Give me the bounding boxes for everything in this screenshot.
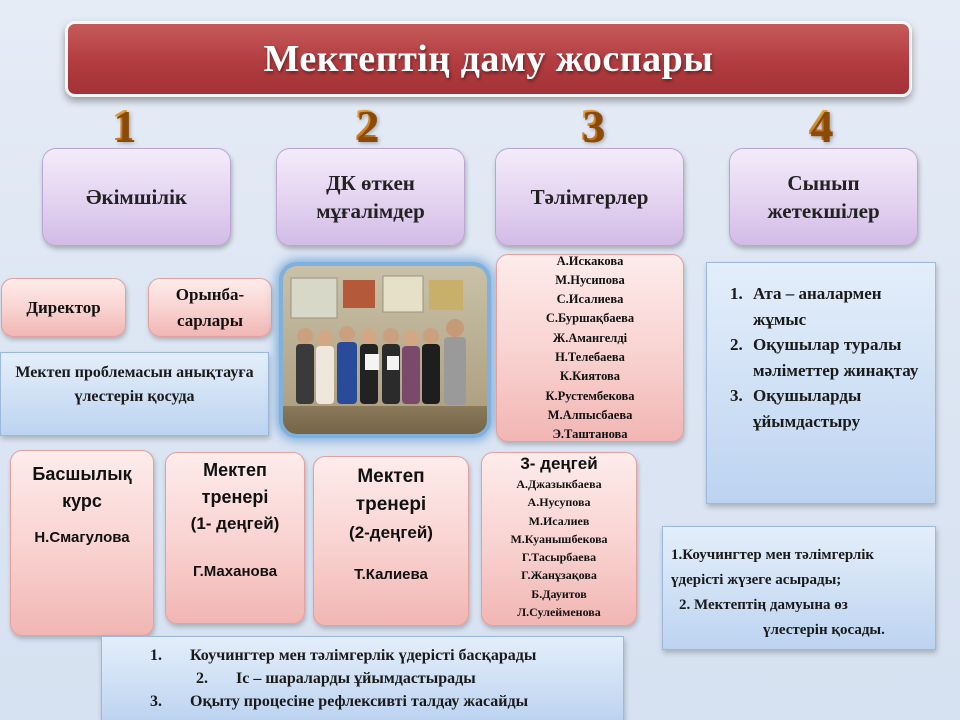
- list-item: Л.Сулейменова: [517, 605, 601, 620]
- mentor-role-line: үлестерін қосады.: [763, 622, 885, 638]
- list-item: К.Рустембекова: [545, 388, 635, 403]
- list-item: М.Куанышбекова: [510, 531, 608, 546]
- list-item-text: Оқыту процесіне рефлексивті талдау жасай…: [190, 693, 529, 710]
- header-mentors-label: Тәлімгерлер: [530, 185, 649, 209]
- deputies-label: Орынба-сарлары: [175, 284, 245, 330]
- list-item: Г.Тасырбаева: [521, 550, 597, 565]
- mentor-role-line: 1.Коучингтер мен тәлімгерлік: [671, 547, 875, 563]
- list-item: 2. Іс – шараларды ұйымдастырады: [102, 667, 619, 690]
- class-teacher-tasks-box: Ата – аналармен жұмыс Оқушылар туралы мә…: [706, 262, 936, 504]
- list-item: Оқушыларды ұйымдастыру: [747, 383, 929, 434]
- group-photo-image: [283, 266, 487, 434]
- trainer-level1-name: Г.Маханова: [192, 563, 278, 580]
- trainer-level2-level: (2-деңгей): [349, 523, 433, 542]
- header-trained-teachers-label: ДК өткен мұғалімдер: [316, 171, 425, 223]
- mentor-role-line: 2. Мектептің дамуына өз: [679, 597, 848, 613]
- header-trained-teachers: ДК өткен мұғалімдер: [276, 148, 465, 246]
- list-item: Н.Телебаева: [555, 350, 625, 364]
- list-item: А.Джазыкбаева: [516, 477, 602, 491]
- list-item-number: 3.: [150, 693, 162, 710]
- leading-course-title: курс: [62, 491, 102, 511]
- header-administration: Әкімшілік: [42, 148, 231, 246]
- deputies-box: Орынба-сарлары: [148, 278, 272, 337]
- trainer-level2-box: Мектеп тренері (2-деңгей) Т.Калиева: [313, 456, 469, 626]
- bottom-duties-box: 1. Коучингтер мен тәлімгерлік үдерісті ба…: [101, 636, 624, 720]
- mentors-list-box: А.Искакова М.Нусипова С.Исалиева С.Бурша…: [496, 254, 684, 442]
- header-mentors: Тәлімгерлер: [495, 148, 684, 246]
- list-item: 1. Коучингтер мен тәлімгерлік үдерісті ба…: [102, 644, 619, 667]
- page-title: Мектептің даму жоспары: [65, 21, 912, 97]
- trainer-level2-title: Мектеп: [357, 466, 425, 487]
- list-item-number: 2.: [196, 670, 208, 687]
- group-photo: [279, 262, 491, 438]
- leading-course-box: Басшылық курс Н.Смагулова: [10, 450, 154, 636]
- header-class-teachers-label: Сынып жетекшілер: [767, 171, 880, 223]
- list-item: Э.Таштанова: [552, 427, 628, 442]
- trainer-level1-box: Мектеп тренері (1- деңгей) Г.Маханова: [165, 452, 305, 624]
- list-item: Оқушылар туралы мәліметтер жинақтау: [747, 332, 929, 383]
- mentor-role-box: 1.Коучингтер мен тәлімгерлік үдерісті жү…: [662, 526, 936, 650]
- column-number-1: 1: [93, 100, 153, 150]
- list-item: К.Киятова: [559, 369, 621, 384]
- list-item: С.Исалиева: [556, 292, 624, 307]
- trainer-level2-name: Т.Калиева: [354, 566, 428, 583]
- list-item-number: 1.: [150, 647, 162, 664]
- list-item: Г.Жанұзақова: [521, 568, 597, 583]
- list-item: М.Нусипова: [555, 272, 625, 287]
- list-item: М.Алпысбаева: [547, 407, 633, 422]
- level3-box: 3- деңгей А.Джазыкбаева А.Нусупова М.Иса…: [481, 452, 637, 626]
- level3-title: 3- деңгей: [520, 454, 598, 473]
- trainer-level1-level: (1- деңгей): [190, 514, 280, 533]
- list-item: Ата – аналармен жұмыс: [747, 281, 929, 332]
- list-item-text: Коучингтер мен тәлімгерлік үдерісті басқ…: [190, 647, 537, 664]
- list-item: М.Исалиев: [528, 513, 590, 528]
- list-item: С.Буршақбаева: [545, 311, 635, 326]
- admin-role-box: Мектеп проблемасын анықтауға үлестерін қ…: [0, 352, 269, 436]
- trainer-level2-title: тренері: [355, 494, 427, 515]
- list-item: Б.Дауитов: [531, 586, 587, 601]
- list-item-text: Іс – шараларды ұйымдастырады: [236, 670, 476, 687]
- column-number-4: 4: [790, 100, 850, 150]
- trainer-level1-title: Мектеп: [203, 460, 267, 480]
- trainer-level1-title: тренері: [201, 487, 269, 507]
- leading-course-title: Басшылық: [32, 464, 132, 484]
- leading-course-name: Н.Смагулова: [34, 529, 130, 546]
- header-administration-label: Әкімшілік: [85, 185, 188, 209]
- list-item: 3. Оқыту процесіне рефлексивті талдау жас…: [102, 690, 619, 713]
- column-number-3: 3: [562, 100, 622, 150]
- header-class-teachers: Сынып жетекшілер: [729, 148, 918, 246]
- director-box: Директор: [1, 278, 126, 337]
- admin-role-text: Мектеп проблемасын анықтауға үлестерін қ…: [15, 364, 254, 405]
- mentor-role-line: үдерісті жүзеге асырады;: [671, 572, 842, 588]
- director-label: Директор: [26, 297, 101, 317]
- list-item: А.Искакова: [556, 253, 624, 268]
- list-item: А.Нусупова: [527, 495, 591, 510]
- list-item: Ж.Амангелді: [552, 330, 628, 345]
- column-number-2: 2: [336, 100, 396, 150]
